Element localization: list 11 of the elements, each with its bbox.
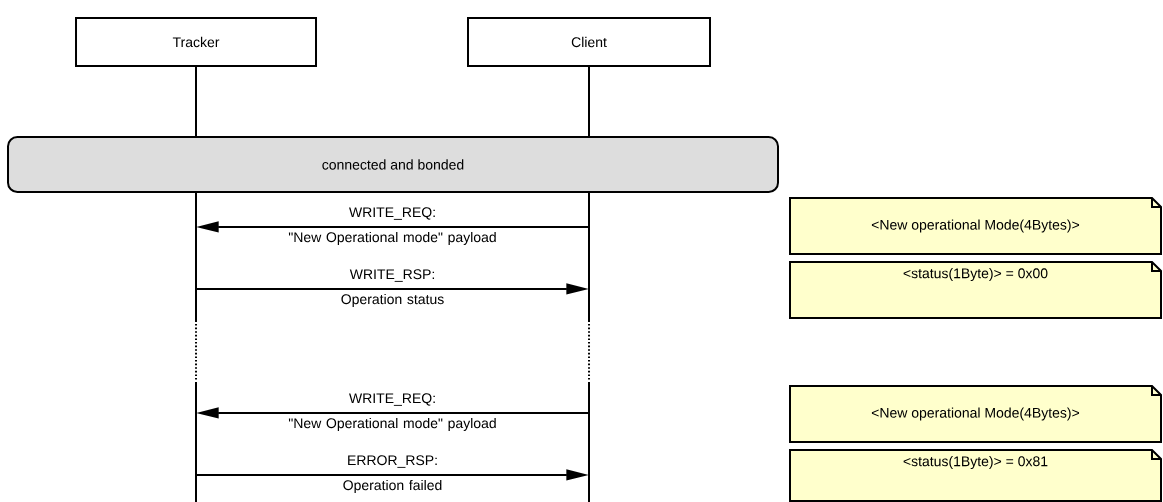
edge-label: ERROR_RSP: Operation failed — [343, 455, 442, 493]
edge-label: WRITE_REQ: "New Operational mode" payload — [288, 207, 496, 245]
note: <status(1Byte)> = 0x81 — [789, 449, 1162, 502]
note: <status(1Byte)> = 0x00 — [789, 261, 1162, 319]
edge-label: WRITE_REQ: "New Operational mode" payload — [288, 393, 496, 431]
edge-label: WRITE_RSP: Operation status — [341, 269, 444, 307]
state-band: connected and bonded — [7, 136, 779, 193]
participant-box: Client — [467, 17, 711, 67]
note: <New operational Mode(4Bytes)> — [789, 197, 1162, 255]
participant-box: Tracker — [75, 17, 317, 67]
note: <New operational Mode(4Bytes)> — [789, 385, 1162, 443]
